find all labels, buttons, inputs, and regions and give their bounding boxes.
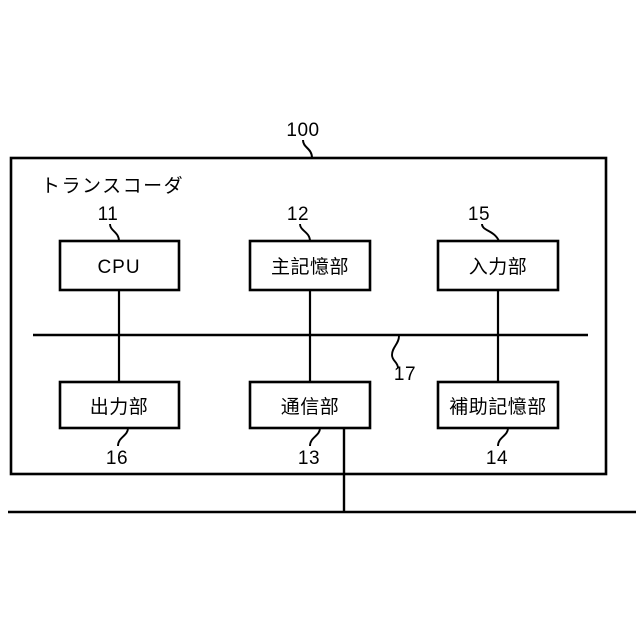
- ref-number-100: 100: [286, 120, 319, 141]
- ref-number-17: 17: [394, 364, 416, 385]
- block-label-cpu: CPU: [97, 257, 140, 278]
- outer-frame-transcoder: [9, 156, 608, 476]
- leader-line-13: [309, 427, 321, 447]
- ref-number-11: 11: [98, 204, 119, 225]
- block-aux-memory[interactable]: [436, 380, 560, 430]
- ref-number-15: 15: [468, 204, 490, 225]
- leader-line-17: [391, 335, 400, 369]
- block-label-main-memory: 主記憶部: [271, 256, 349, 278]
- leader-line-14: [497, 427, 509, 447]
- block-label-communication: 通信部: [281, 396, 340, 418]
- leader-line-15: [481, 223, 500, 242]
- frame-title-transcoder: トランスコーダ: [41, 175, 184, 197]
- block-label-output: 出力部: [90, 396, 149, 418]
- leader-line-11: [109, 223, 120, 242]
- ref-number-13: 13: [298, 448, 320, 469]
- block-communication[interactable]: [248, 380, 372, 430]
- block-label-aux-memory: 補助記憶部: [449, 396, 547, 418]
- ref-number-16: 16: [106, 448, 128, 469]
- block-cpu[interactable]: [58, 239, 181, 292]
- leader-line-16: [117, 427, 129, 447]
- block-output[interactable]: [58, 380, 181, 430]
- block-label-input: 入力部: [469, 256, 528, 278]
- leader-line-100: [302, 139, 313, 159]
- ref-number-12: 12: [287, 204, 309, 225]
- ref-number-14: 14: [486, 448, 508, 469]
- leader-line-12: [299, 223, 311, 242]
